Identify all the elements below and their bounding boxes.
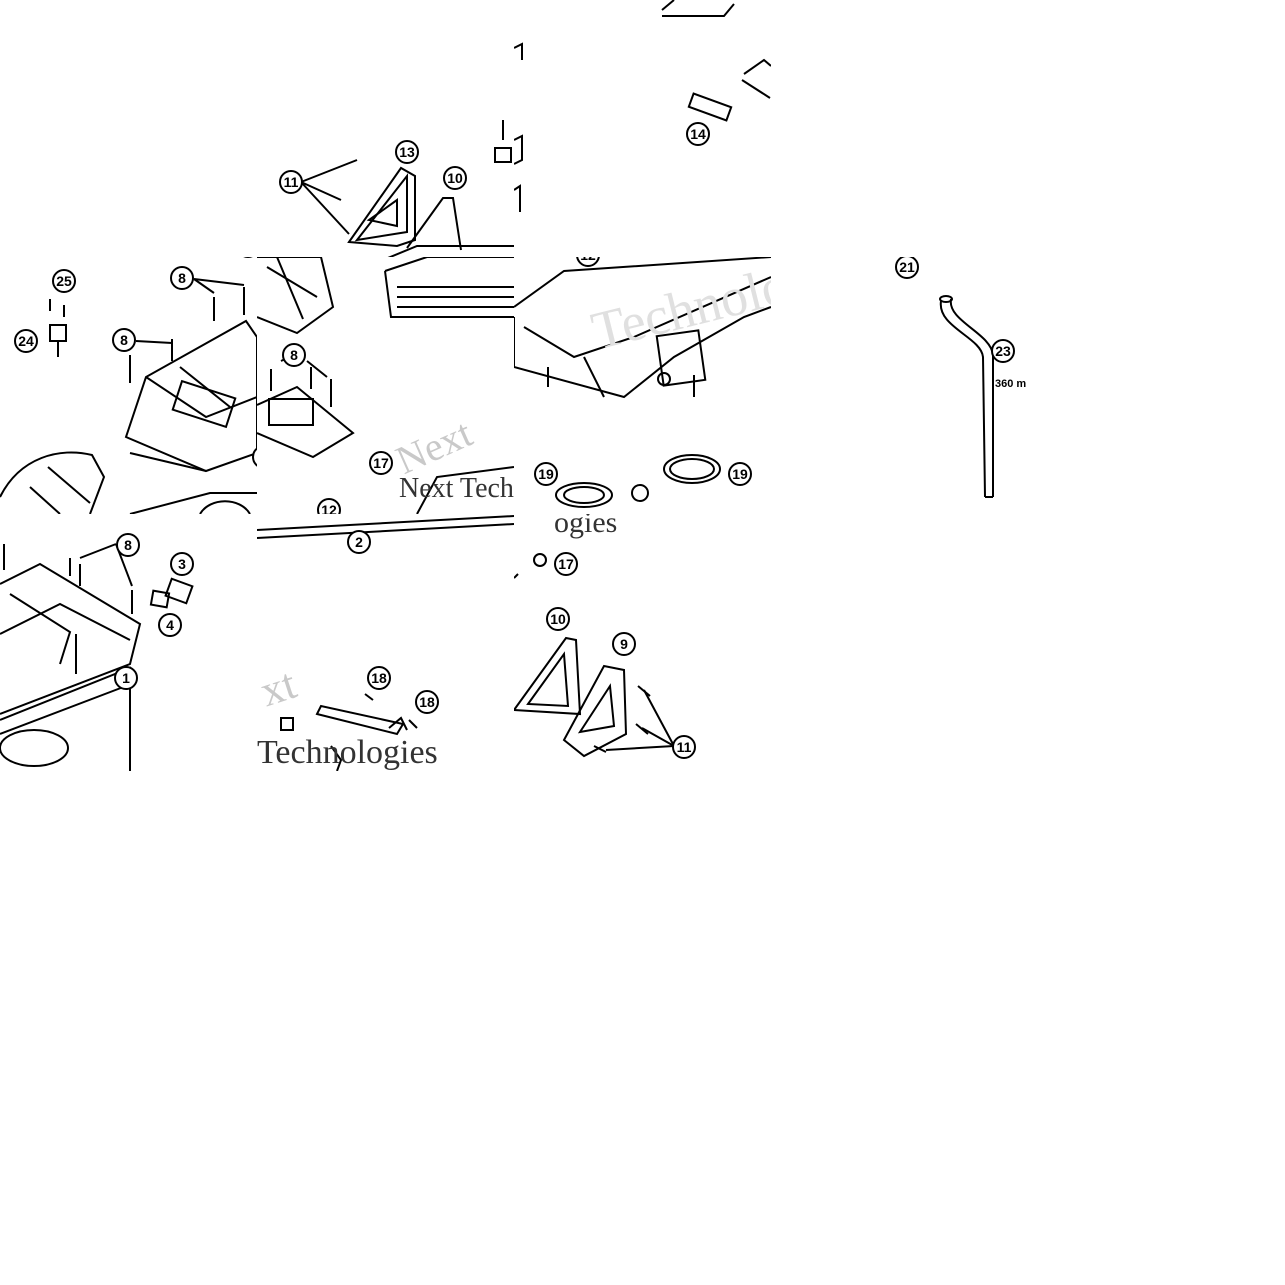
callout-12-text: 12 <box>580 257 596 263</box>
callout-21-text: 21 <box>899 259 915 275</box>
tile-part-14: 14 <box>514 0 771 257</box>
tile-upper-housing: 25 24 8 8 6 7 <box>0 257 257 514</box>
callout-14-text: 14 <box>690 126 706 142</box>
callout-11-text: 11 <box>284 174 299 190</box>
callout-23-text: 23 <box>995 343 1011 359</box>
callout-9-text: 9 <box>620 636 628 652</box>
callout-1-text: 1 <box>122 670 130 686</box>
callout-13-text: 13 <box>399 144 415 160</box>
callout-4-text: 4 <box>166 617 174 633</box>
tile-brackets: 17 10 9 11 ogies m <box>514 514 771 771</box>
callout-18-text: 18 <box>419 694 435 710</box>
hose-length-label: 360 m <box>995 378 1027 390</box>
tile-housing-base: 19 19 12 Technolo <box>514 257 771 514</box>
callout-19-text: 19 <box>538 466 554 482</box>
tile-filter-bracket: 11 13 10 <box>257 0 514 257</box>
callout-18-text: 18 <box>371 670 387 686</box>
callout-24-text: 24 <box>18 333 34 349</box>
tile-lower-bracket: 8 17 12 Next Next Technologies <box>257 257 514 514</box>
callout-8-text: 8 <box>124 537 132 553</box>
callout-8-text: 8 <box>178 270 186 286</box>
callout-17-text: 17 <box>373 455 389 471</box>
callout-10-text: 10 <box>447 170 463 186</box>
callout-2-text: 2 <box>355 534 363 550</box>
callout-25-text: 25 <box>56 273 72 289</box>
callout-8-text: 8 <box>120 332 128 348</box>
tile-lower-housing: 8 3 4 1 <box>0 514 257 771</box>
callout-10-text: 10 <box>550 611 566 627</box>
tile-clips: 2 18 18 xt Technologies <box>257 514 514 771</box>
callout-3-text: 3 <box>178 556 186 572</box>
callout-12-text: 12 <box>321 502 337 514</box>
tile-hose: 21 23 360 m <box>771 257 1028 514</box>
callout-11-text: 11 <box>677 739 692 755</box>
callout-17-text: 17 <box>558 556 574 572</box>
callout-19-text: 19 <box>732 466 748 482</box>
callout-8-text: 8 <box>290 347 298 363</box>
